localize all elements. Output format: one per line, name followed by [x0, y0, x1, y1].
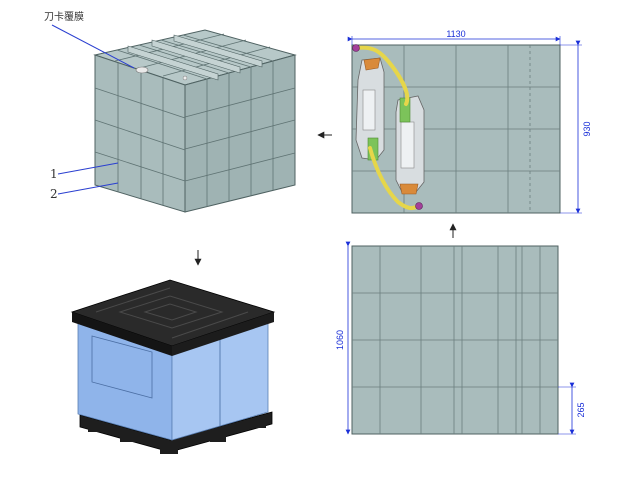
dimension-height: 1060: [335, 330, 345, 350]
assembled-pallet-box: [70, 279, 276, 454]
pointer-knife-card-film: [51, 24, 135, 69]
box-door-panel: [91, 335, 153, 399]
pallet-feet: [88, 418, 266, 454]
crate-partition-walls: [127, 34, 263, 81]
crate-right-grid: [184, 61, 296, 207]
crate-left-grid: [94, 63, 186, 205]
dimension-bottom-section: 265: [576, 402, 586, 417]
part-on-top: [135, 66, 149, 74]
yellow-arm-top: [354, 45, 410, 106]
dimension-length: 1130: [446, 29, 465, 39]
lid-ribs: [95, 287, 249, 339]
label-knife-card-film: 刀卡覆膜: [44, 10, 84, 23]
auto-part-right: [395, 95, 425, 195]
dimension-width: 930: [582, 121, 592, 136]
label-layer-1: 1: [50, 167, 58, 181]
side-grid: [352, 246, 558, 434]
pointer-layer-2: [57, 182, 119, 195]
magenta-mount: [352, 44, 360, 52]
magenta-mount: [415, 202, 423, 210]
lid-front-left: [72, 312, 172, 356]
partition-crate-3d: [93, 29, 297, 213]
layer-top-view: 1130 930: [347, 29, 592, 214]
yellow-arm-bottom: [368, 146, 420, 211]
pointer-layer-1: [57, 162, 119, 175]
part-on-top: [182, 75, 188, 81]
auto-part-left: [355, 57, 385, 161]
label-layer-2: 2: [50, 187, 58, 201]
lid-front-right: [172, 312, 274, 356]
layer-side-view: 1060 265: [335, 241, 586, 435]
